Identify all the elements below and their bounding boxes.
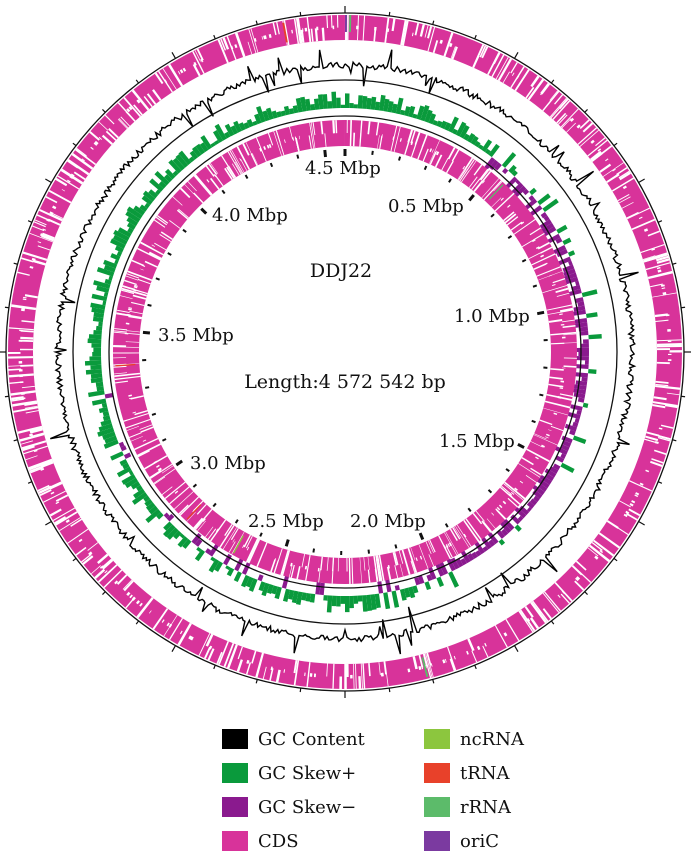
- inner-scale-ticks: [142, 149, 548, 555]
- scale-label-4-0mbp: 4.0 Mbp: [212, 205, 288, 226]
- circular-genome-map: DDJ22 Length:4 572 542 bp 0.5 Mbp 1.0 Mb…: [0, 6, 691, 698]
- gc-content-track: [50, 49, 639, 655]
- legend-item-oric: oriC: [424, 828, 499, 854]
- ring-outlines: [5, 12, 685, 692]
- legend-item-gc-content: GC Content: [222, 726, 365, 752]
- genome-length: Length:4 572 542 bp: [244, 371, 446, 393]
- rrna-swatch: [424, 797, 450, 817]
- scale-label-3-5mbp: 3.5 Mbp: [158, 325, 234, 346]
- cds-track-inner: [112, 120, 577, 584]
- gc-skew-minus-swatch: [222, 797, 248, 817]
- scale-label-2-0mbp: 2.0 Mbp: [350, 511, 426, 532]
- legend-item-gc-skew-plus: GC Skew+: [222, 760, 356, 786]
- legend-item-gc-skew-minus: GC Skew−: [222, 794, 356, 820]
- legend-label: CDS: [258, 830, 299, 852]
- legend-label: GC Skew+: [258, 762, 357, 784]
- cds-track-outer: [7, 15, 682, 689]
- trna-swatch: [424, 763, 450, 783]
- legend-item-ncrna: ncRNA: [424, 726, 524, 752]
- legend-label: GC Content: [258, 728, 365, 750]
- legend-label: tRNA: [460, 762, 510, 784]
- legend-label: oriC: [460, 830, 499, 852]
- legend-label: rRNA: [460, 796, 511, 818]
- legend-item-cds: CDS: [222, 828, 299, 854]
- oric-swatch: [424, 831, 450, 851]
- legend-item-trna: tRNA: [424, 760, 510, 786]
- legend-label: ncRNA: [460, 728, 524, 750]
- legend-item-rrna: rRNA: [424, 794, 511, 820]
- feature-markers: [115, 15, 504, 677]
- outer-scale-ticks: [0, 6, 691, 698]
- scale-label-4-5mbp: 4.5 Mbp: [305, 158, 381, 179]
- gc-skew-plus-swatch: [222, 763, 248, 783]
- scale-label-1-5mbp: 1.5 Mbp: [439, 431, 515, 452]
- legend-label: GC Skew−: [258, 796, 357, 818]
- scale-label-2-5mbp: 2.5 Mbp: [248, 511, 324, 532]
- scale-label-3-0mbp: 3.0 Mbp: [190, 453, 266, 474]
- ncrna-swatch: [424, 729, 450, 749]
- genome-name: DDJ22: [310, 260, 372, 282]
- gc-skew-track: [84, 91, 602, 613]
- legend: GC Content GC Skew+ GC Skew− CDS ncRNA t…: [222, 726, 642, 856]
- gc-content-swatch: [222, 729, 248, 749]
- scale-label-1-0mbp: 1.0 Mbp: [454, 306, 530, 327]
- cds-swatch: [222, 831, 248, 851]
- scale-label-0-5mbp: 0.5 Mbp: [388, 196, 464, 217]
